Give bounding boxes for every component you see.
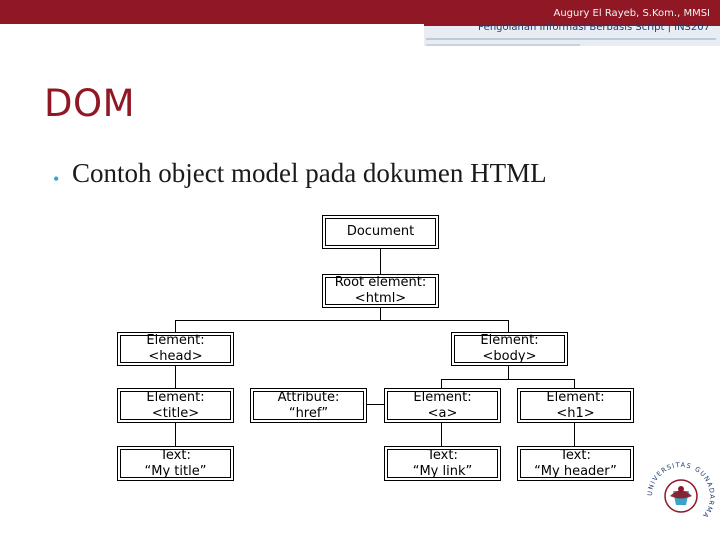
node-value: <html> [354, 291, 407, 306]
connector-line [574, 422, 575, 447]
connector-line [175, 422, 176, 447]
connector-line [380, 307, 381, 320]
node-label: Text: [160, 447, 191, 463]
node-label: Text: [427, 447, 458, 463]
bullet-text: Contoh object model pada dokumen HTML [72, 158, 547, 188]
connector-line [175, 365, 176, 388]
node-title-text: Text: “My title” [117, 446, 234, 481]
connector-line [175, 320, 509, 321]
node-h1-element: Element: <h1> [517, 388, 634, 423]
node-link-text: Text: “My link” [384, 446, 501, 481]
node-label: Element: [546, 389, 605, 405]
node-label: Element: [146, 389, 205, 405]
node-label: Element: [480, 333, 539, 348]
connector-line [508, 320, 509, 333]
decorative-line [426, 38, 716, 40]
node-value: <body> [482, 349, 537, 364]
connector-line [380, 249, 381, 275]
node-value: <head> [148, 349, 203, 364]
header-band [0, 0, 720, 24]
header-course: Pengolahan Informasi Berbasis Script | I… [478, 22, 710, 33]
node-label: Document [346, 224, 415, 239]
node-label: Root element: [334, 275, 427, 290]
node-label: Element: [146, 333, 205, 348]
node-title-element: Element: <title> [117, 388, 234, 423]
node-value: <a> [427, 405, 458, 421]
node-value: “href” [288, 405, 329, 421]
connector-line [366, 404, 386, 405]
header-accent [424, 24, 720, 46]
node-label: Element: [413, 389, 472, 405]
connector-line [508, 365, 509, 379]
node-value: “My title” [144, 463, 207, 479]
decorative-line [426, 44, 580, 46]
node-a-element: Element: <a> [384, 388, 501, 423]
slide-title: DOM [44, 82, 136, 125]
node-value: <title> [151, 405, 200, 421]
node-root-element: Root element: <html> [322, 274, 439, 308]
header-author: Augury El Rayeb, S.Kom., MMSI [553, 8, 710, 19]
connector-line [175, 320, 176, 333]
university-logo: UNIVERSITAS GUNADARMA [646, 461, 715, 520]
node-body: Element: <body> [451, 332, 568, 366]
node-document: Document [322, 215, 439, 249]
connector-line [441, 422, 442, 447]
node-value: “My link” [412, 463, 473, 479]
bullet-marker: • [53, 169, 60, 189]
node-value: “My header” [534, 463, 617, 479]
connector-line [441, 379, 442, 388]
node-head: Element: <head> [117, 332, 234, 366]
connector-line [441, 379, 575, 380]
node-label: Attribute: [277, 389, 340, 405]
node-label: Text: [560, 447, 591, 463]
connector-line [574, 379, 575, 388]
node-header-text: Text: “My header” [517, 446, 634, 481]
node-value: <h1> [556, 405, 595, 421]
node-attribute: Attribute: “href” [250, 388, 367, 423]
